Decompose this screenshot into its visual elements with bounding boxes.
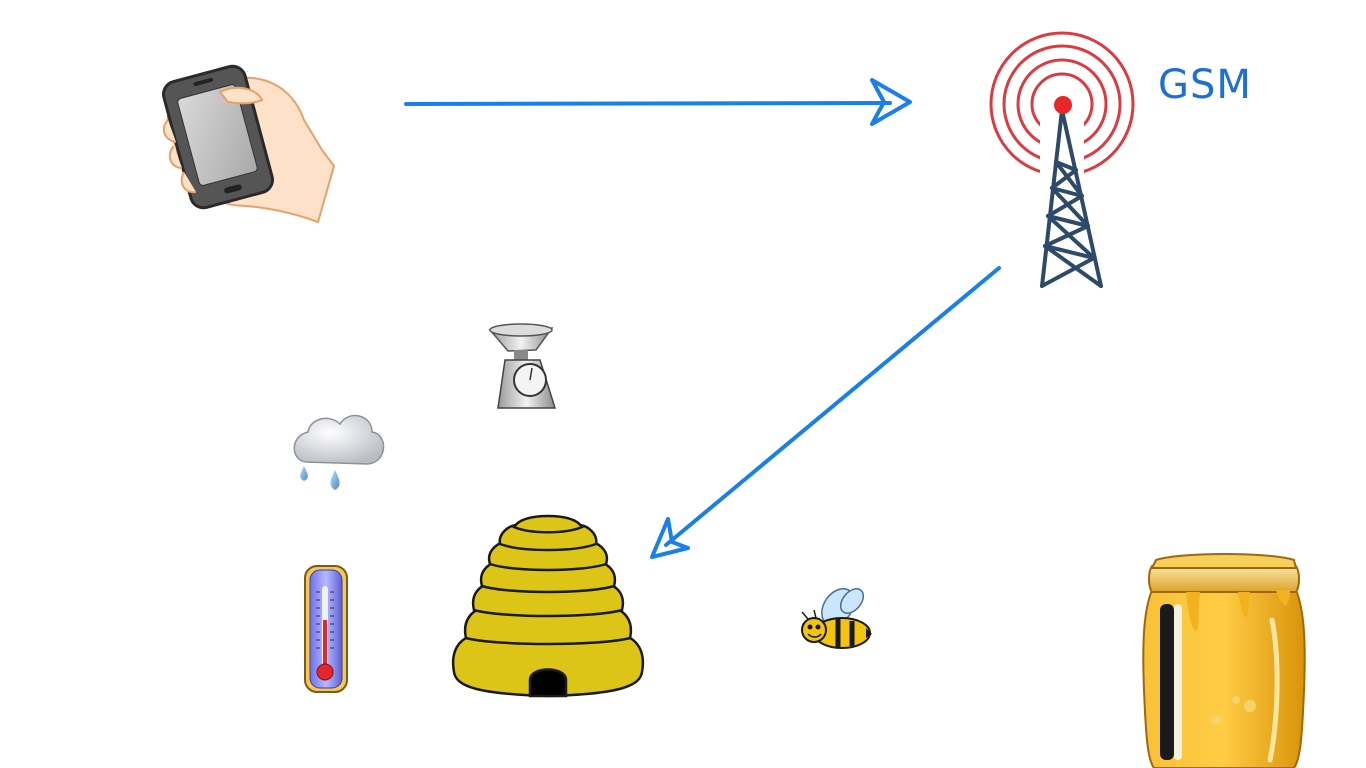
- honey-jar-icon: [1142, 553, 1306, 768]
- hand-phone-icon: [162, 64, 336, 224]
- kitchen-scale-icon: [488, 323, 557, 409]
- gsm-tower-icon: [989, 31, 1135, 292]
- bee-icon: [801, 588, 872, 649]
- thermometer-icon: [304, 565, 348, 693]
- arrow-gsm-to-hive: [650, 266, 1001, 559]
- beehive-icon: [451, 514, 645, 698]
- gsm-label: GSM: [1158, 62, 1252, 108]
- arrow-phone-to-gsm: [404, 78, 912, 126]
- rain-cloud-icon: [293, 414, 385, 490]
